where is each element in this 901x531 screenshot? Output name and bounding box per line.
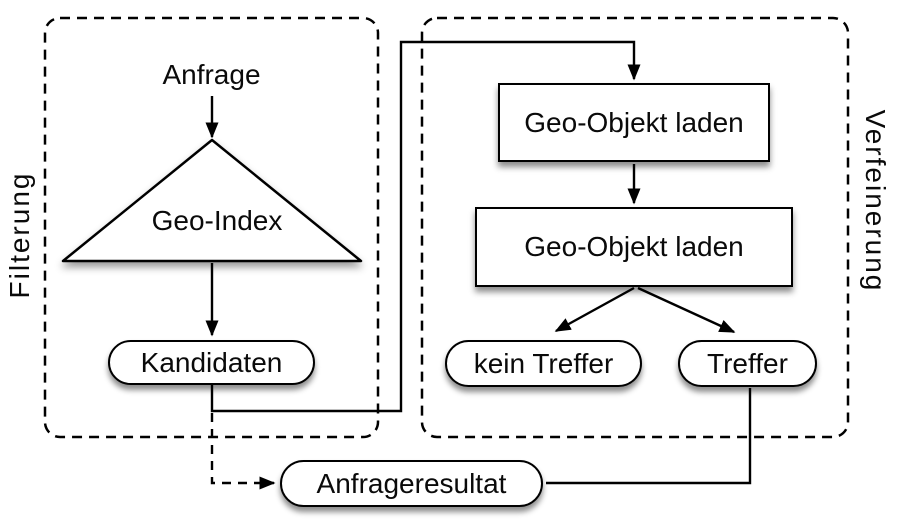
dashed-arrow-kandidaten-to-anfrageresultat: [210, 413, 276, 490]
label-geo-index: Geo-Index: [151, 205, 283, 236]
region-label-filterung: Filterung: [4, 171, 35, 299]
node-geo-objekt-laden-1: Geo-Objekt laden: [498, 83, 770, 162]
region-label-verfeinerung: Verfeinerung: [860, 109, 891, 293]
node-kein-treffer: kein Treffer: [445, 340, 642, 387]
node-geo-objekt-laden-2: Geo-Objekt laden: [475, 207, 793, 287]
node-anfrageresultat: Anfrageresultat: [280, 460, 543, 507]
arrow-load2-to-treffer: [637, 286, 736, 334]
arrow-kandidaten-to-load1: [210, 40, 641, 413]
geo-index-triangle: [61, 138, 363, 263]
line-treffer-to-anfrageresultat: [546, 388, 752, 485]
node-treffer: Treffer: [678, 340, 817, 387]
node-kandidaten: Kandidaten: [108, 340, 315, 385]
region-verfeinerung-border: [420, 16, 850, 439]
label-anfrage: Anfrage: [162, 59, 261, 90]
arrow-load2-to-kein-treffer: [554, 286, 635, 333]
